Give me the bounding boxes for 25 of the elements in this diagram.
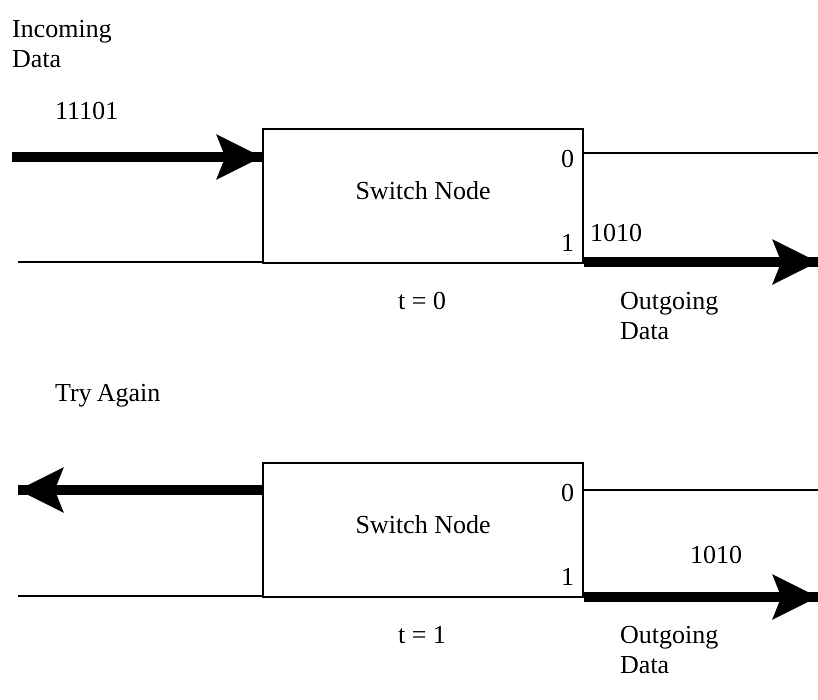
edge-label: 11101 [55, 96, 118, 126]
switch-node-box [262, 128, 584, 264]
time-label: t = 1 [398, 620, 446, 650]
edge-label: 1010 [690, 540, 742, 570]
annotation-text: Outgoing Data [620, 286, 720, 346]
port-number: 1 [561, 562, 574, 592]
port-number: 0 [561, 144, 574, 174]
node-title: Switch Node [354, 510, 492, 540]
edge-label: 1010 [590, 218, 642, 248]
signal-line [18, 595, 262, 597]
thick-arrow [584, 239, 818, 285]
thick-arrow [584, 574, 818, 620]
time-label: t = 0 [398, 286, 446, 316]
signal-line [18, 261, 262, 263]
annotation-text: Try Again [55, 378, 162, 408]
signal-line [584, 152, 818, 154]
switch-node-box [262, 462, 584, 598]
annotation-text: Incoming Data [12, 14, 113, 74]
thick-arrow [18, 467, 262, 513]
annotation-text: Outgoing Data [620, 620, 720, 680]
node-title: Switch Node [354, 176, 492, 206]
port-number: 1 [561, 228, 574, 258]
thick-arrow [12, 134, 262, 180]
signal-line [584, 489, 818, 491]
port-number: 0 [561, 478, 574, 508]
